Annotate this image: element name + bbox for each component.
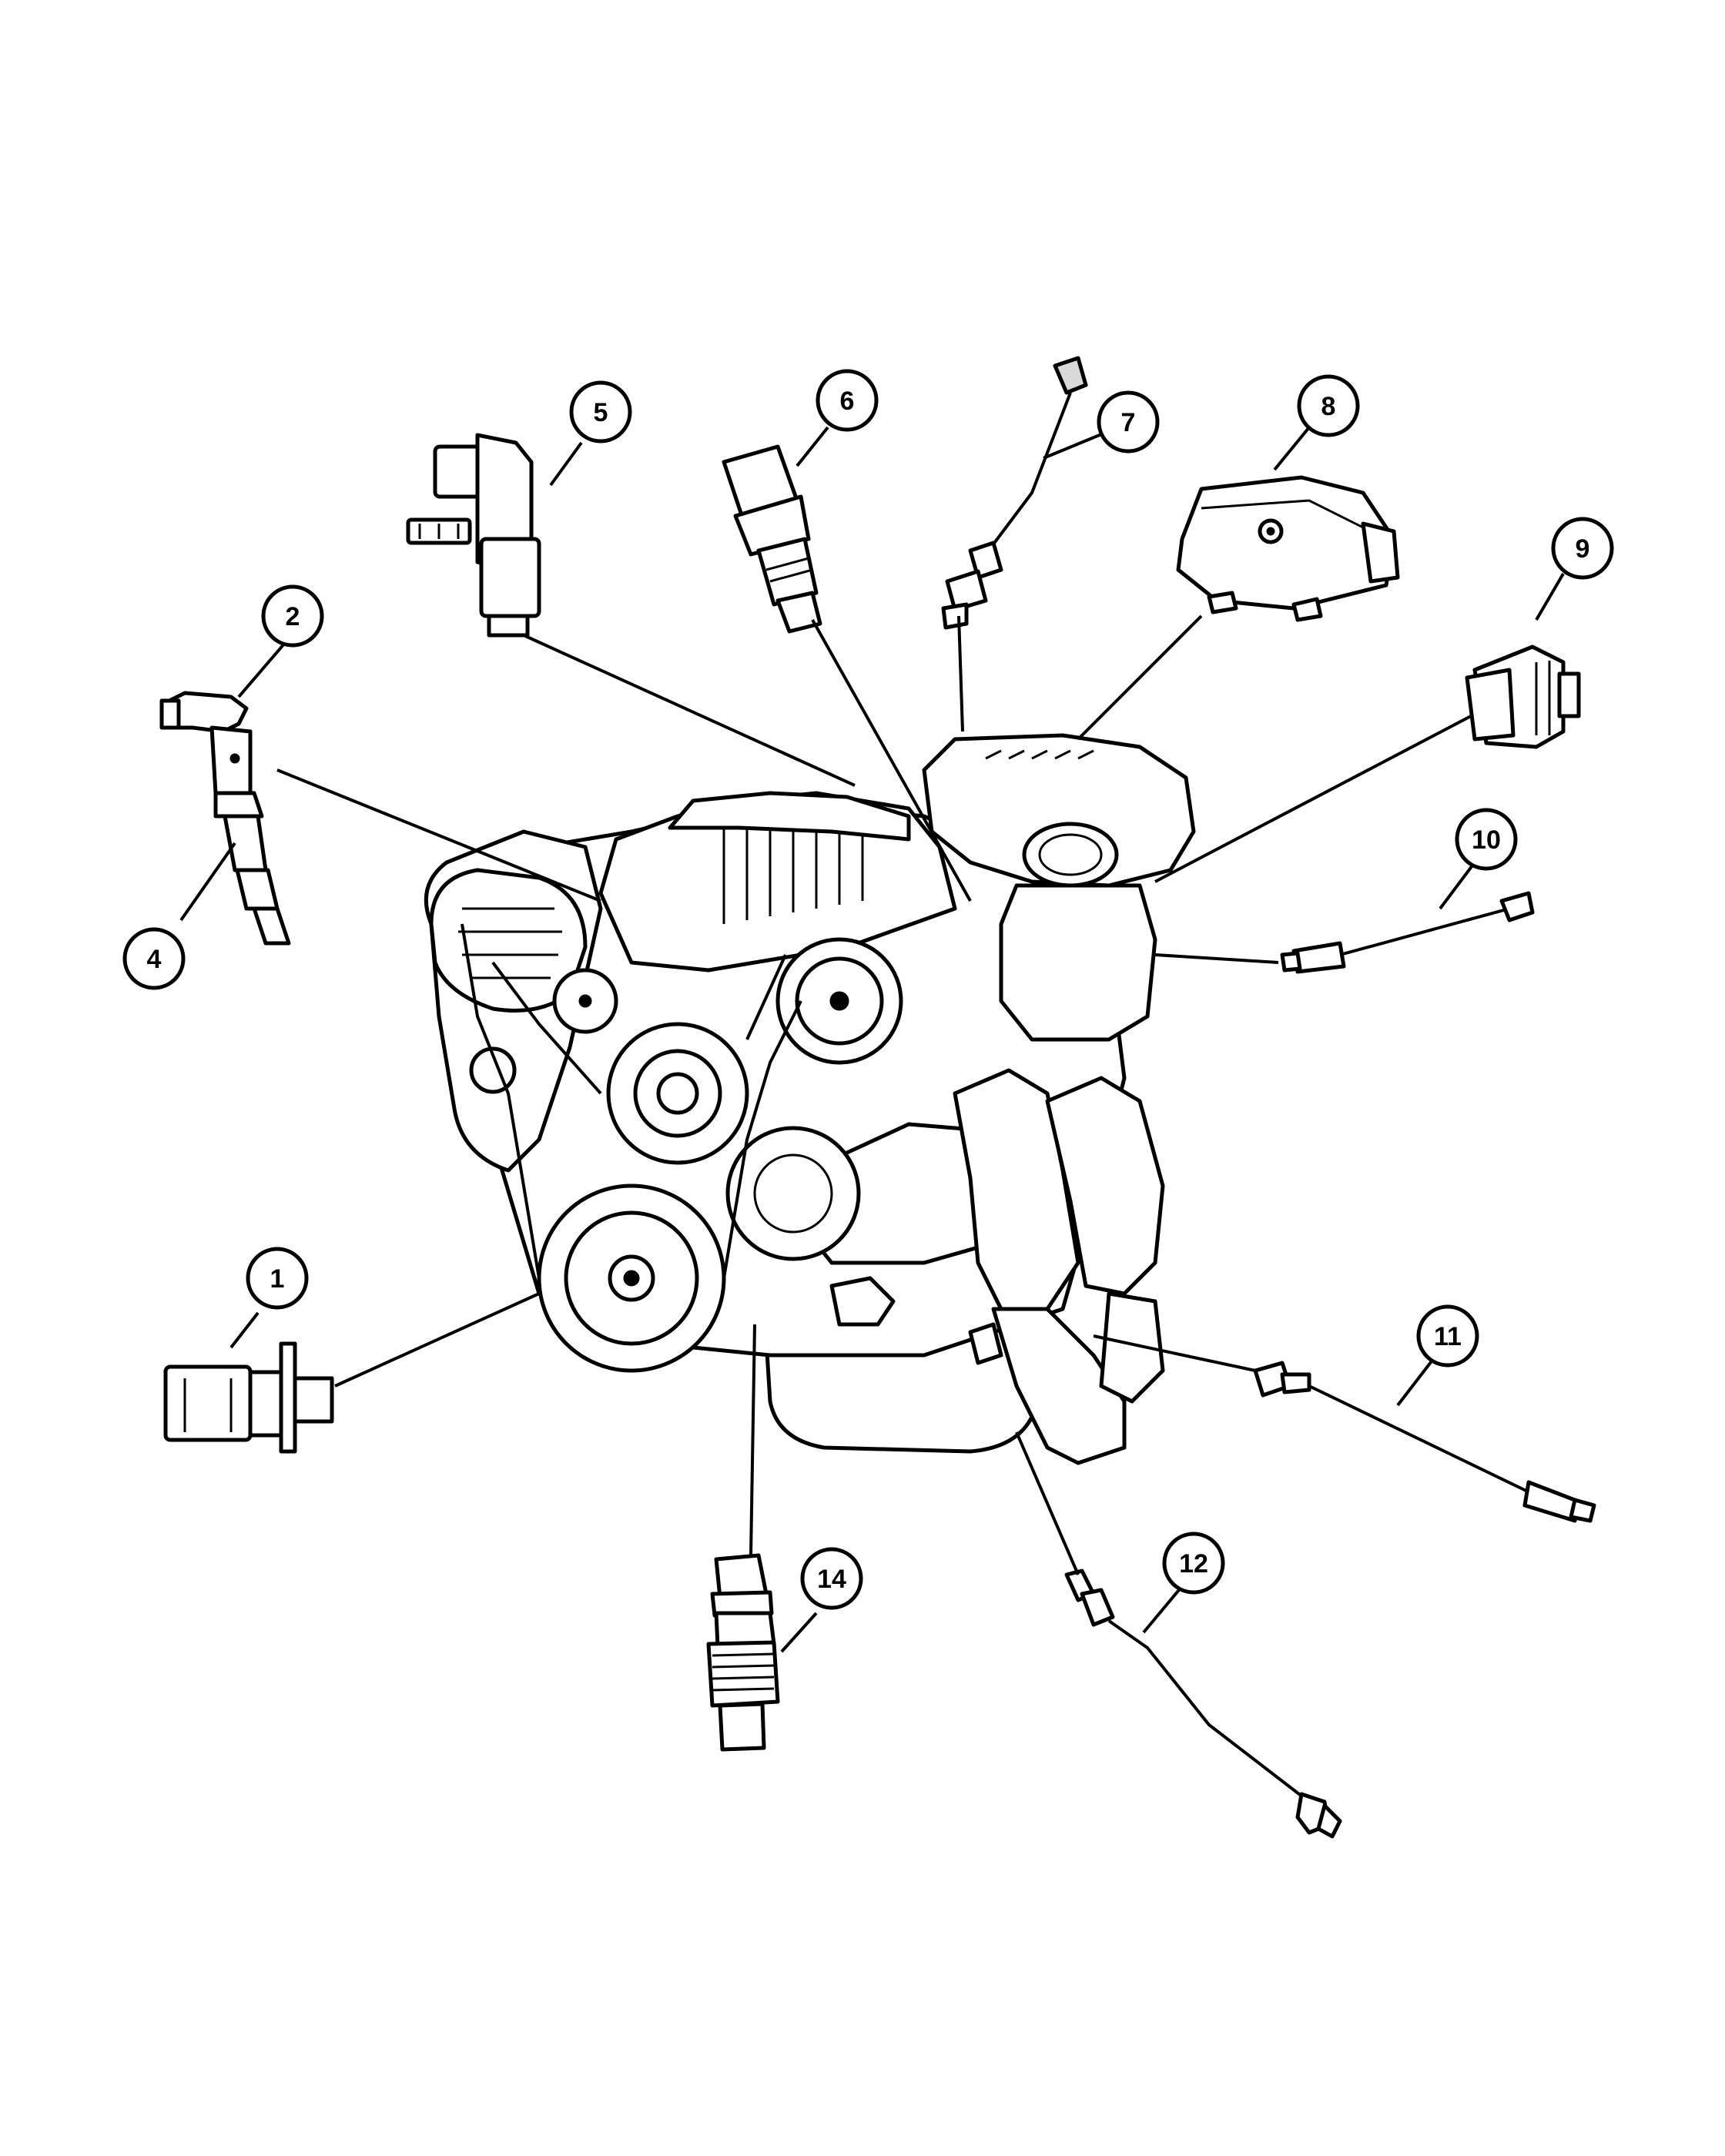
callout-11-label: 11 [1434, 1322, 1462, 1351]
callout-14: 14 [800, 1547, 863, 1610]
callout-4: 4 [122, 927, 186, 990]
callout-12: 12 [1162, 1532, 1225, 1595]
part-11-oxygen-sensor [1253, 1361, 1596, 1523]
callout-12-label: 12 [1179, 1549, 1208, 1578]
callout-8-label: 8 [1321, 392, 1336, 421]
callout-6-label: 6 [840, 387, 855, 416]
callout-7: 7 [1097, 390, 1160, 454]
callout-7-label: 7 [1121, 408, 1136, 437]
part-6-sensor [722, 444, 822, 634]
callout-2: 2 [261, 584, 324, 648]
callout-6: 6 [816, 369, 879, 432]
callout-5: 5 [569, 380, 632, 444]
callout-14-label: 14 [817, 1565, 846, 1594]
callout-11: 11 [1416, 1304, 1479, 1368]
engine-assembly [424, 733, 1196, 1465]
callout-2-label: 2 [286, 602, 300, 631]
part-14-sensor [706, 1553, 780, 1752]
callout-4-label: 4 [147, 945, 162, 974]
part-10-sensor [1280, 891, 1535, 974]
callout-8: 8 [1297, 374, 1360, 437]
callout-9: 9 [1551, 517, 1614, 580]
callout-10: 10 [1455, 808, 1518, 871]
part-7-oxygen-sensor [941, 356, 1088, 630]
callout-1: 1 [246, 1247, 309, 1310]
part-5-sensor [406, 433, 541, 638]
callout-5-label: 5 [594, 398, 608, 427]
callout-1-label: 1 [270, 1264, 285, 1294]
part-9-sensor [1465, 644, 1581, 749]
part-8-module [1176, 475, 1400, 622]
part-12-oxygen-sensor [1064, 1568, 1342, 1839]
callout-9-label: 9 [1576, 534, 1590, 564]
leader-lines [179, 426, 1565, 1653]
part-2-4-ignition-coil [159, 691, 291, 946]
part-1-sensor [163, 1341, 334, 1454]
callout-10-label: 10 [1472, 825, 1501, 855]
